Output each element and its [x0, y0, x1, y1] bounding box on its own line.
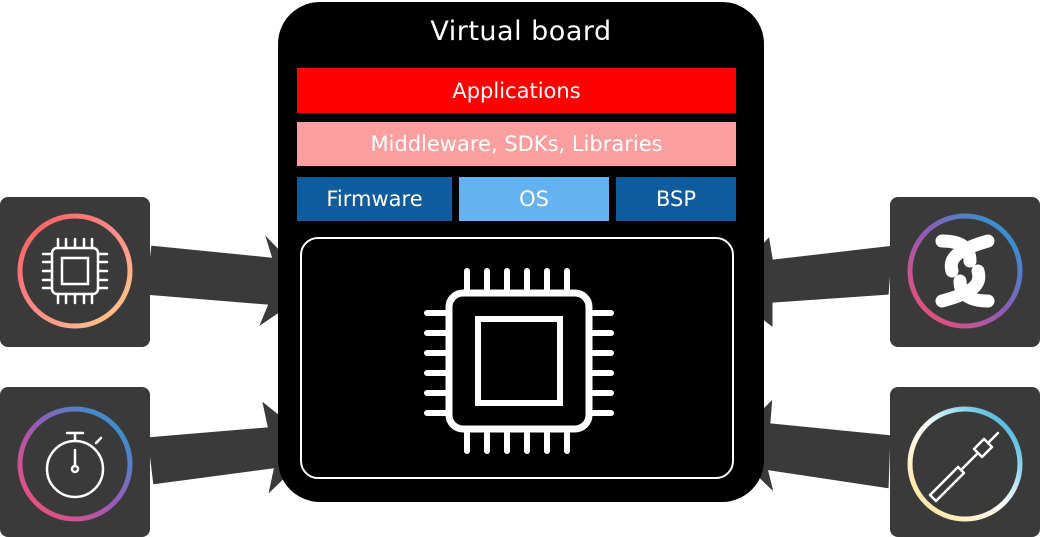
cpu-icon — [17, 213, 133, 329]
virtual-board: Virtual board Applications Middleware, S… — [278, 2, 764, 502]
middleware-layer: Middleware, SDKs, Libraries — [297, 122, 736, 166]
tile-bottom-right — [890, 387, 1040, 537]
applications-layer: Applications — [297, 68, 736, 113]
tile-top-left — [0, 197, 150, 347]
bsp-layer: BSP — [616, 177, 736, 221]
firmware-layer: Firmware — [297, 177, 452, 221]
tile-top-right — [890, 197, 1040, 347]
chip-icon — [424, 268, 614, 454]
screwdriver-icon — [907, 406, 1023, 522]
board-title: Virtual board — [430, 16, 612, 47]
logo-icon — [907, 213, 1023, 329]
hardware-box — [300, 237, 734, 479]
stopwatch-icon — [17, 406, 133, 522]
tile-bottom-left — [0, 387, 150, 537]
os-layer: OS — [459, 177, 609, 221]
